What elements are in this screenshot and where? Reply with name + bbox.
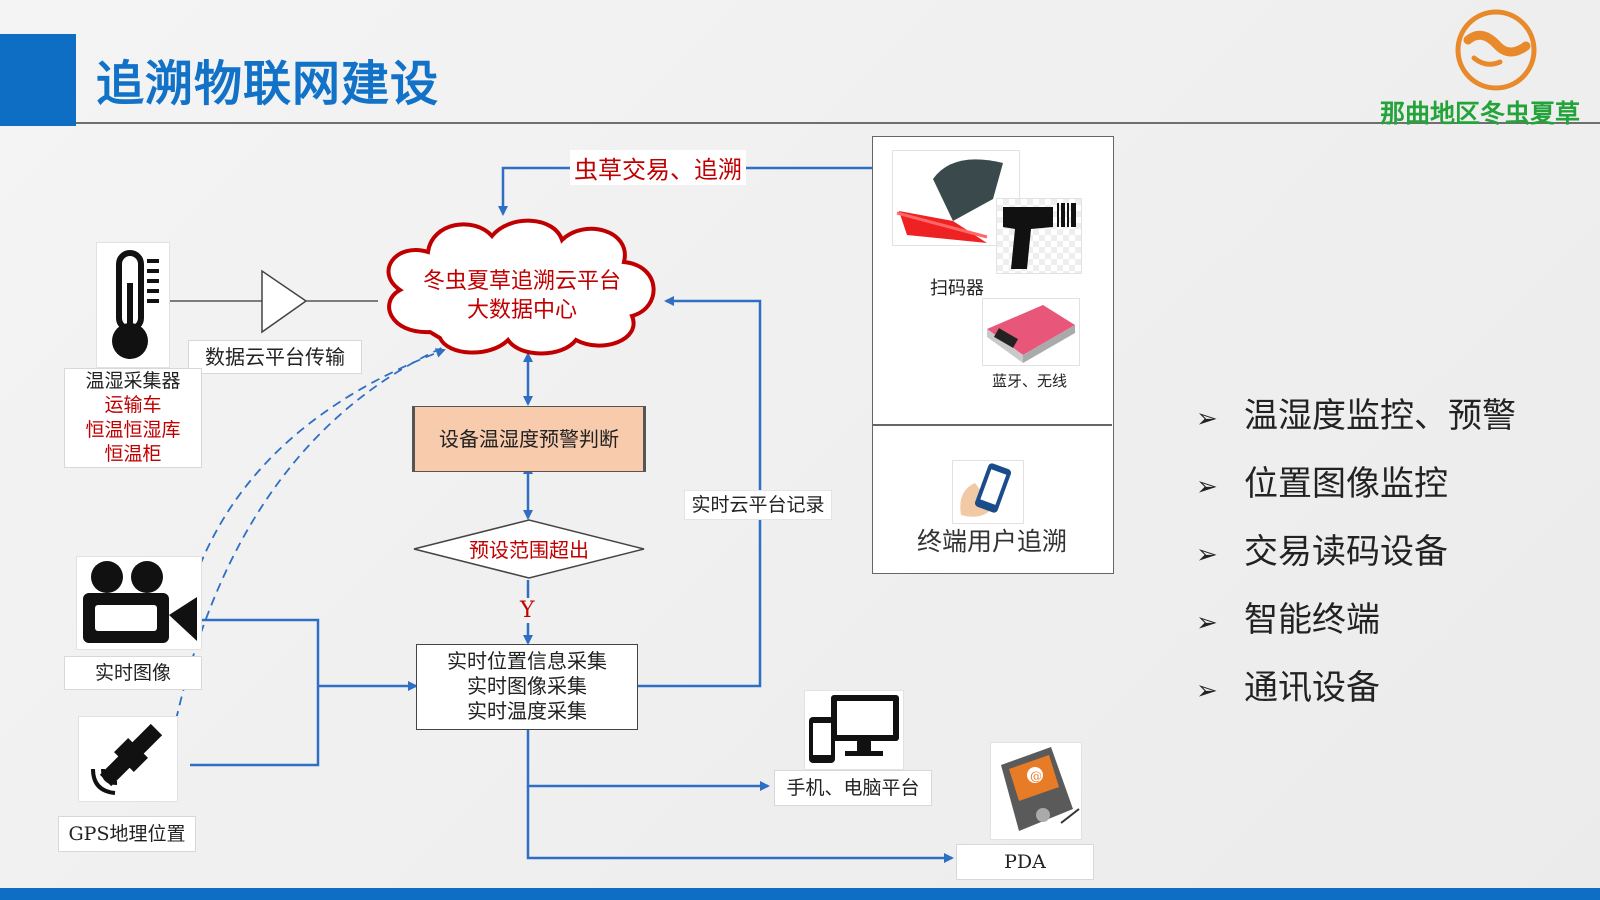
arrow-bullet-icon: ➢	[1196, 676, 1218, 706]
phone-tile	[952, 460, 1024, 524]
wireless-dashed-arc-2	[175, 345, 447, 721]
device-panel-divider	[872, 424, 1112, 426]
platform-line	[526, 730, 770, 791]
video-camera-icon	[83, 561, 197, 643]
sensor-item-vehicle: 运输车	[104, 394, 162, 417]
bullet-text: 交易读码设备	[1244, 532, 1448, 572]
transmission-label: 数据云平台传输	[188, 340, 362, 374]
collect-image: 实时图像采集	[467, 673, 587, 698]
arrow-bullet-icon: ➢	[1196, 608, 1218, 638]
gps-line	[190, 686, 320, 767]
record-label: 实时云平台记录	[684, 490, 832, 520]
arrow-bullet-icon: ➢	[1196, 540, 1218, 570]
amplifier-triangle	[261, 269, 308, 334]
platform-label: 手机、电脑平台	[774, 770, 932, 806]
scanner-label: 扫码器	[930, 278, 984, 299]
scale-tile	[982, 298, 1080, 366]
pda-icon: @	[1001, 747, 1080, 831]
thermometer-tile	[96, 242, 170, 368]
collect-temperature: 实时温度采集	[467, 698, 587, 723]
top-link-line	[498, 166, 872, 216]
sensor-name: 温湿采集器	[85, 370, 181, 392]
phone-computer-icon	[809, 695, 899, 763]
sensor-item-warehouse: 恒温恒湿库	[85, 418, 181, 441]
barcode-scanner-icon	[896, 159, 1003, 243]
arrow-bullet-icon: ➢	[1196, 472, 1218, 502]
mobile-phone-icon	[960, 463, 1012, 517]
pda-line	[526, 786, 954, 863]
svg-text:@: @	[1030, 769, 1042, 783]
bluetooth-label: 蓝牙、无线	[992, 372, 1068, 390]
platform-tile	[804, 690, 904, 770]
decision-label: 预设范围超出	[469, 538, 589, 562]
page-title: 追溯物联网建设	[96, 56, 440, 112]
cloud-subtitle: 大数据中心	[466, 297, 577, 323]
satellite-tile	[78, 716, 178, 802]
satellite-icon	[91, 723, 163, 795]
title-accent-bar	[0, 34, 76, 126]
cloud-label: 冬虫夏草追溯云平台 大数据中心	[398, 268, 646, 325]
realtime-collect-box: 实时位置信息采集 实时图像采集 实时温度采集	[416, 644, 638, 730]
bottom-accent-bar	[0, 888, 1600, 900]
bullet-item-2: ➢ 位置图像监控	[1196, 456, 1448, 505]
collect-location: 实时位置信息采集	[447, 649, 607, 673]
top-link-label: 虫草交易、追溯	[570, 150, 746, 185]
bullet-item-4: ➢ 智能终端	[1196, 592, 1380, 641]
cloud-title: 冬虫夏草追溯云平台	[422, 269, 621, 294]
bullet-text: 位置图像监控	[1244, 464, 1448, 504]
pda-label: PDA	[956, 844, 1094, 880]
title-divider	[76, 122, 1600, 124]
camera-tile	[76, 556, 202, 650]
scanner-gun-icon	[1003, 203, 1076, 269]
bullet-text: 智能终端	[1244, 600, 1380, 640]
warning-judgment-box: 设备温湿度预警判断	[412, 406, 646, 472]
decision-diamond	[413, 519, 645, 579]
yes-label: Y	[520, 598, 535, 623]
bluetooth-scale-icon	[987, 305, 1075, 363]
gps-label: GPS地理位置	[58, 816, 196, 852]
cloud-shape	[386, 218, 656, 356]
logo-icon	[1455, 9, 1537, 91]
video-line	[202, 618, 320, 686]
terminal-label: 终端用户追溯	[916, 527, 1067, 556]
wireless-dashed-arc-1	[199, 348, 446, 566]
bullet-item-5: ➢ 通讯设备	[1196, 660, 1380, 709]
arrow-bullet-icon: ➢	[1196, 404, 1218, 434]
sensor-item-cabinet: 恒温柜	[104, 442, 162, 465]
bullet-text: 通讯设备	[1244, 668, 1380, 708]
thermometer-icon	[112, 250, 159, 359]
bullet-item-1: ➢ 温湿度监控、预警	[1196, 388, 1516, 437]
logo-text: 那曲地区冬虫夏草	[1380, 99, 1581, 128]
bullet-item-3: ➢ 交易读码设备	[1196, 524, 1448, 573]
video-label: 实时图像	[64, 656, 202, 690]
sensor-label-box: 温湿采集器 运输车 恒温恒湿库 恒温柜	[64, 368, 202, 468]
pda-tile: @	[990, 742, 1082, 840]
bullet-text: 温湿度监控、预警	[1244, 396, 1516, 436]
scanner-gun-tile	[996, 198, 1082, 274]
